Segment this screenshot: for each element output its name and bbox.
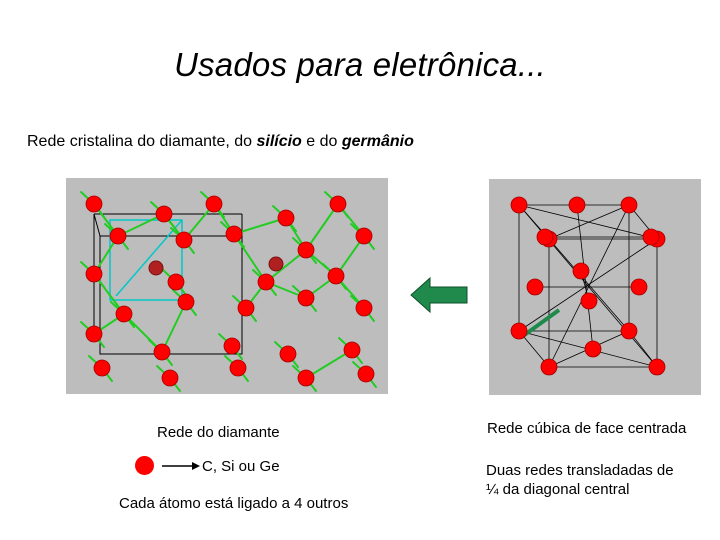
atom (205, 195, 223, 213)
inner-atom (268, 256, 284, 272)
page-title: Usados para eletrônica... (174, 46, 546, 83)
atom (109, 227, 127, 245)
fcc-lattice-drawing (510, 196, 666, 376)
atoms (85, 195, 375, 387)
bond-line (117, 213, 165, 237)
fcc-edge (548, 204, 630, 368)
atom (85, 195, 103, 213)
subtitle-prefix: Rede cristalina do diamante, do (27, 133, 257, 150)
diamond-lattice-drawing (80, 191, 377, 392)
fcc-atom (510, 322, 528, 340)
right-arrow-icon (162, 462, 200, 470)
atom (327, 267, 345, 285)
atom (357, 365, 375, 383)
atom (257, 273, 275, 291)
fcc-atom (642, 228, 660, 246)
atom (93, 359, 111, 377)
atom (343, 341, 361, 359)
fcc-atom (630, 278, 648, 296)
fcc-atom (620, 196, 638, 214)
atom (85, 325, 103, 343)
cube-edges (93, 213, 243, 355)
atom (329, 195, 347, 213)
bond-line (161, 301, 187, 353)
subtitle-germanium: germânio (341, 133, 414, 150)
legend-label: C, Si ou Ge (202, 458, 280, 475)
fcc-atoms (510, 196, 666, 376)
atom (115, 305, 133, 323)
diagonal-shift-arrow (521, 308, 561, 338)
fcc-edge (548, 238, 630, 332)
fcc-atom (540, 358, 558, 376)
fcc-edge (518, 238, 658, 332)
fcc-atom (510, 196, 528, 214)
bond-line (233, 217, 287, 235)
fcc-atom (580, 292, 598, 310)
atom (155, 205, 173, 223)
fcc-atom (568, 196, 586, 214)
translation-caption: Duas redes transladadas de ¼ da diagonal… (486, 461, 674, 499)
green-left-arrow-icon (410, 276, 468, 314)
subtitle: Rede cristalina do diamante, do silício … (27, 133, 414, 151)
fcc-atom (620, 322, 638, 340)
translation-caption-line1: Duas redes transladadas de (486, 462, 674, 479)
fcc-lattice-image (489, 179, 701, 395)
atom (355, 227, 373, 245)
atom (237, 299, 255, 317)
red-atom-sphere-icon (135, 456, 154, 475)
atom (229, 359, 247, 377)
atom (297, 369, 315, 387)
diamond-caption: Rede do diamante (157, 424, 280, 441)
atom (277, 209, 295, 227)
atom (297, 241, 315, 259)
fcc-caption: Rede cúbica de face centrada (487, 420, 687, 437)
translation-caption-line2: ¼ da diagonal central (486, 481, 630, 498)
atom (279, 345, 297, 363)
fcc-edge (548, 204, 630, 240)
unit-cube-diagonal (115, 219, 183, 297)
subtitle-middle: e do (301, 133, 342, 150)
atom (225, 225, 243, 243)
diamond-lattice-image (66, 178, 388, 394)
bond-stubs (80, 191, 377, 392)
fcc-atom (584, 340, 602, 358)
subtitle-silicon: silício (256, 133, 302, 150)
atom (161, 369, 179, 387)
atom (297, 289, 315, 307)
unit-cube-outline (109, 219, 183, 301)
atom (153, 343, 171, 361)
atom (167, 273, 185, 291)
fcc-atom (648, 358, 666, 376)
atom (175, 231, 193, 249)
bond-line (305, 203, 339, 251)
atom (85, 265, 103, 283)
atom (355, 299, 373, 317)
atom (223, 337, 241, 355)
fcc-atom (572, 262, 590, 280)
atom (177, 293, 195, 311)
fcc-atom (536, 228, 554, 246)
inner-atom (148, 260, 164, 276)
bond-line (265, 249, 307, 283)
bonds-caption: Cada átomo está ligado a 4 outros (119, 495, 349, 512)
bond-line (305, 349, 353, 379)
fcc-atom (526, 278, 544, 296)
